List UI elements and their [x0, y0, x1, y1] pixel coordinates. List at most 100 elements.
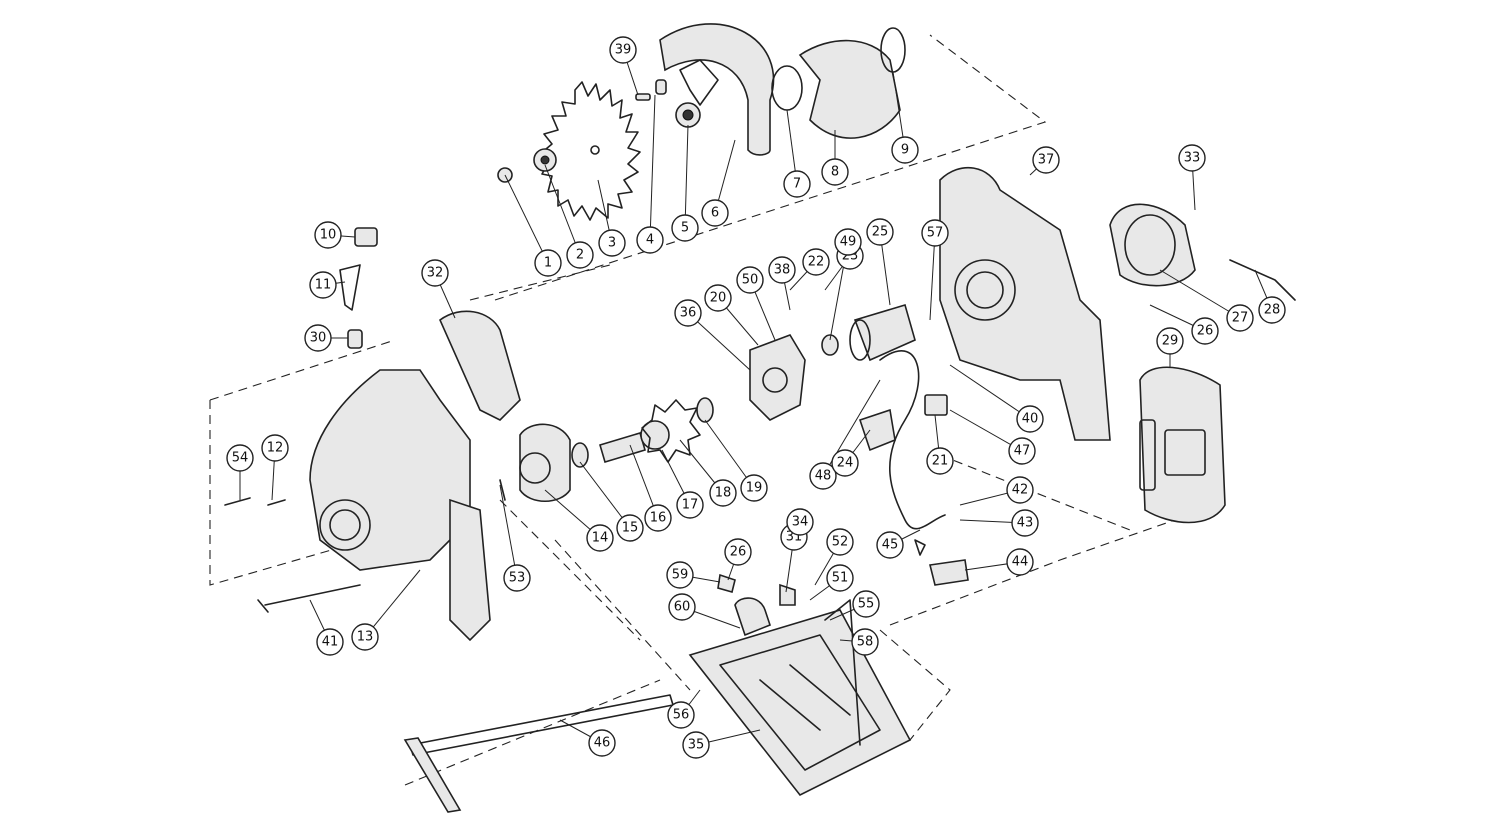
leader-line-13	[364, 569, 421, 638]
part-callout-35: 35	[682, 731, 710, 759]
callout-circle	[724, 538, 752, 566]
part-callout-45: 45	[876, 531, 904, 559]
motor	[821, 304, 916, 362]
part-callout-36: 36	[674, 299, 702, 327]
callout-circle	[636, 226, 664, 254]
part-callout-55: 55	[852, 590, 880, 618]
callout-circle	[668, 593, 696, 621]
callout-circle	[667, 701, 695, 729]
callout-number: 54	[232, 451, 249, 466]
leader-line-4	[649, 94, 656, 241]
part-callout-37: 37	[1032, 146, 1060, 174]
leader-line-2	[544, 164, 581, 256]
callout-circle	[704, 284, 732, 312]
saw-blade	[539, 81, 641, 221]
part-callout-20: 20	[704, 284, 732, 312]
callout-number: 25	[872, 225, 889, 240]
callout-circle	[1008, 437, 1036, 465]
callout-number: 13	[357, 630, 374, 645]
callout-number: 16	[650, 511, 667, 526]
part-callout-15: 15	[616, 514, 644, 542]
part-callout-52: 52	[826, 528, 854, 556]
part-callout-43: 43	[1011, 509, 1039, 537]
bolts	[224, 479, 506, 613]
callout-circle	[644, 504, 672, 532]
callout-number: 36	[680, 306, 697, 321]
part-callout-8: 8	[821, 158, 849, 186]
callout-circle	[616, 514, 644, 542]
leader-line-47	[949, 409, 1023, 452]
callout-number: 51	[832, 571, 849, 586]
leader-line-27	[1159, 269, 1241, 319]
callout-number: 57	[927, 226, 944, 241]
callout-number: 22	[808, 255, 825, 270]
part-callout-27: 27	[1226, 304, 1254, 332]
part-callout-40: 40	[1016, 405, 1044, 433]
part-callout-54: 54	[226, 444, 254, 472]
part-callout-19: 19	[740, 474, 768, 502]
upper-blade-guard	[659, 23, 775, 156]
callout-number: 46	[594, 736, 611, 751]
callout-number: 40	[1022, 412, 1039, 427]
part-callout-18: 18	[709, 479, 737, 507]
callout-circle	[740, 474, 768, 502]
callout-circle	[598, 229, 626, 257]
callout-number: 48	[815, 469, 832, 484]
part-callout-59: 59	[666, 561, 694, 589]
part-callout-34: 34	[786, 508, 814, 536]
leader-line-19	[704, 419, 755, 489]
part-callout-30: 30	[304, 324, 332, 352]
callout-number: 55	[858, 597, 875, 612]
part-callout-16: 16	[644, 504, 672, 532]
leader-line-53	[499, 484, 518, 579]
leader-line-15	[579, 461, 631, 529]
callout-number: 29	[1162, 334, 1179, 349]
callout-circle	[566, 241, 594, 269]
callout-circle	[421, 259, 449, 287]
part-callout-26: 26	[724, 538, 752, 566]
callout-number: 18	[715, 486, 732, 501]
part-callout-9: 9	[891, 136, 919, 164]
callout-number: 33	[1184, 151, 1201, 166]
callout-number: 52	[832, 535, 849, 550]
callout-circle	[821, 158, 849, 186]
base-plate	[688, 573, 912, 797]
left-motor-housing	[309, 310, 521, 642]
callout-number: 34	[792, 515, 809, 530]
callout-number: 26	[1197, 324, 1214, 339]
callout-number: 17	[682, 498, 699, 513]
callout-circle	[809, 462, 837, 490]
callout-number: 39	[615, 43, 632, 58]
callout-circle	[586, 524, 614, 552]
callout-circle	[682, 731, 710, 759]
end-cap	[1109, 203, 1196, 287]
callout-number: 47	[1014, 444, 1031, 459]
callout-number: 35	[688, 738, 705, 753]
callout-circle	[588, 729, 616, 757]
part-callout-13: 13	[351, 623, 379, 651]
callout-number: 14	[592, 531, 609, 546]
callout-circle	[1178, 144, 1206, 172]
callout-circle	[309, 271, 337, 299]
part-callout-3: 3	[598, 229, 626, 257]
part-callout-25: 25	[866, 218, 894, 246]
leader-line-5	[684, 124, 689, 229]
callout-circle	[503, 564, 531, 592]
callout-circle	[1032, 146, 1060, 174]
part-callout-21: 21	[926, 447, 954, 475]
wiring-and-switch	[858, 350, 969, 586]
callout-number: 21	[932, 454, 949, 469]
callout-number: 60	[674, 600, 691, 615]
part-callout-7: 7	[783, 170, 811, 198]
callout-circle	[1006, 476, 1034, 504]
callout-circle	[674, 299, 702, 327]
part-callout-57: 57	[921, 219, 949, 247]
callout-circle	[876, 531, 904, 559]
callout-circle	[826, 528, 854, 556]
callout-number: 26	[730, 545, 747, 560]
leader-line-1	[504, 174, 549, 264]
callout-number: 3	[608, 236, 616, 251]
callout-circle	[1156, 327, 1184, 355]
part-callout-38: 38	[768, 256, 796, 284]
rip-fence	[403, 694, 674, 813]
